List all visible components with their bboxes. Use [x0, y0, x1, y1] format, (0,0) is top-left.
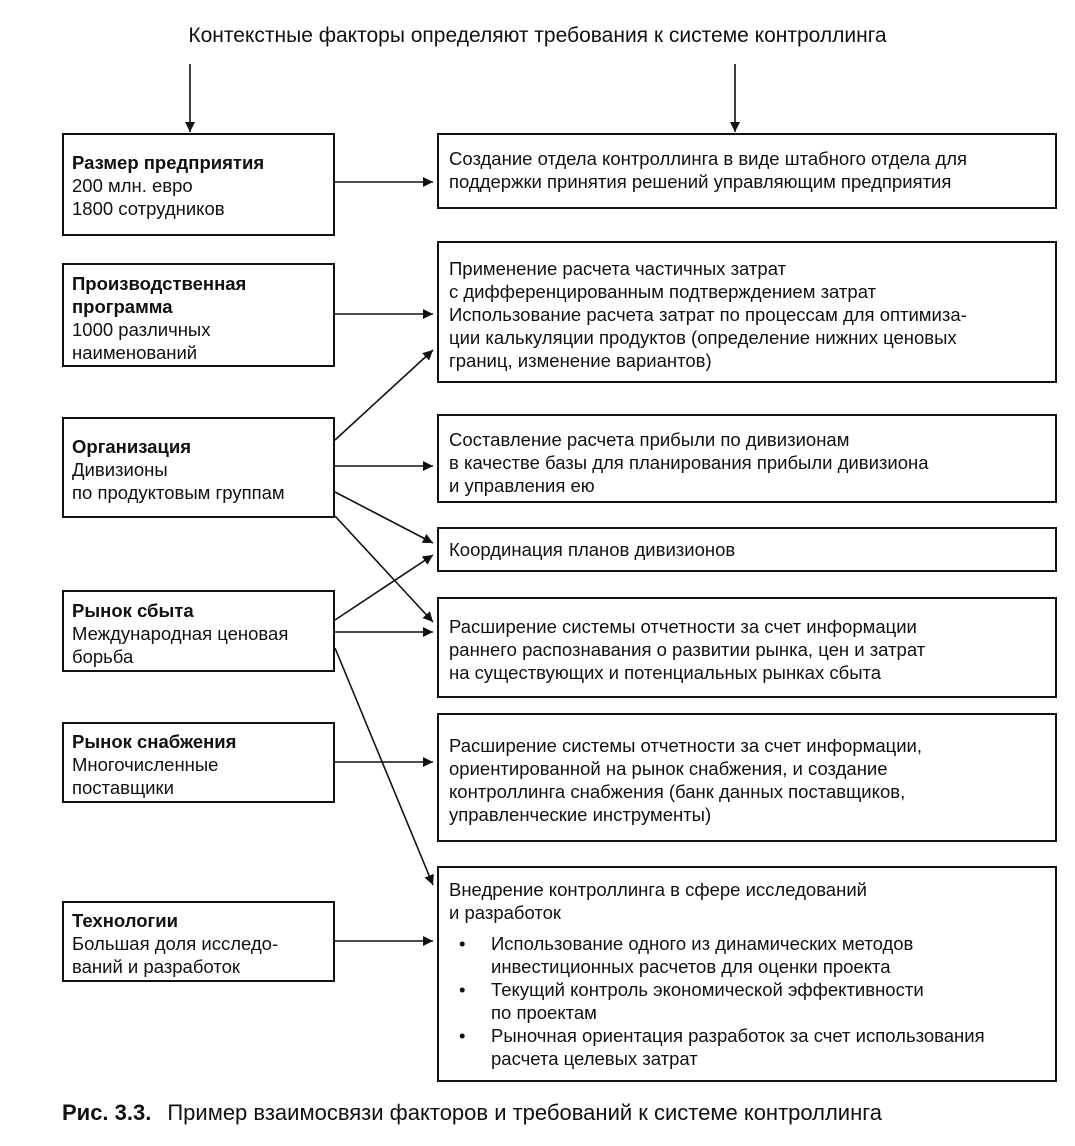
requirement-box-staff-department: Создание отдела контроллинга в виде штаб…	[437, 133, 1057, 209]
factor-title: Рынок сбыта	[72, 600, 194, 621]
factor-title: Организация	[72, 436, 192, 457]
requirement-box-cost-accounting: Применение расчета частичных затрат с ди…	[437, 241, 1057, 383]
diagram-header: Контекстные факторы определяют требовани…	[188, 24, 887, 47]
requirement-box-rnd-controlling: Внедрение контроллинга в сфере исследова…	[437, 866, 1057, 1082]
bullet-icon: •	[459, 979, 466, 1000]
requirement-box-divisional-profit: Составление расчета прибыли по дивизиона…	[437, 414, 1057, 503]
bullet-item: • Рыночная ориентация разработок за счет…	[459, 1025, 985, 1069]
figure-label: Рис. 3.3.	[62, 1100, 152, 1125]
factor-title: Производственная	[72, 273, 247, 294]
arrow-org-to-costing	[334, 349, 434, 441]
bullet-icon: •	[459, 1025, 466, 1046]
bullet-icon: •	[459, 933, 466, 954]
factor-title: Технологии	[72, 910, 178, 931]
figure-caption-text: Пример взаимосвязи факторов и требований…	[167, 1100, 883, 1125]
arrow-market-to-coordination	[334, 554, 434, 621]
factor-box-sales-market: Рынок сбыта Международная ценовая борьба	[62, 590, 335, 672]
factor-box-enterprise-size: Размер предприятия 200 млн. евро 1800 со…	[62, 133, 335, 236]
requirement-box-supply-reporting: Расширение системы отчетности за счет ин…	[437, 713, 1057, 842]
factor-box-technology: Технологии Большая доля исследо- ваний и…	[62, 901, 335, 982]
factor-box-organization: Организация Дивизионы по продуктовым гру…	[62, 417, 335, 518]
factor-box-production-program: Производственная программа 1000 различны…	[62, 263, 335, 367]
bullet-item: • Текущий контроль экономической эффекти…	[459, 979, 924, 1023]
figure-caption: Рис. 3.3. Пример взаимосвязи факторов и т…	[62, 1100, 882, 1126]
factor-title: Размер предприятия	[72, 152, 265, 173]
arrow-org-to-market-report	[334, 515, 434, 623]
arrow-market-to-rnd	[334, 647, 434, 886]
requirement-box-plan-coordination: Координация планов дивизионов	[437, 527, 1057, 572]
requirement-box-market-reporting: Расширение системы отчетности за счет ин…	[437, 597, 1057, 698]
bullet-item: • Использование одного из динамических м…	[459, 933, 914, 977]
factor-title: Рынок снабжения	[72, 731, 237, 752]
arrow-org-to-coordination	[334, 491, 434, 544]
factor-title-line2: программа	[72, 296, 173, 317]
factor-box-supply-market: Рынок снабжения Многочисленные поставщик…	[62, 722, 335, 803]
